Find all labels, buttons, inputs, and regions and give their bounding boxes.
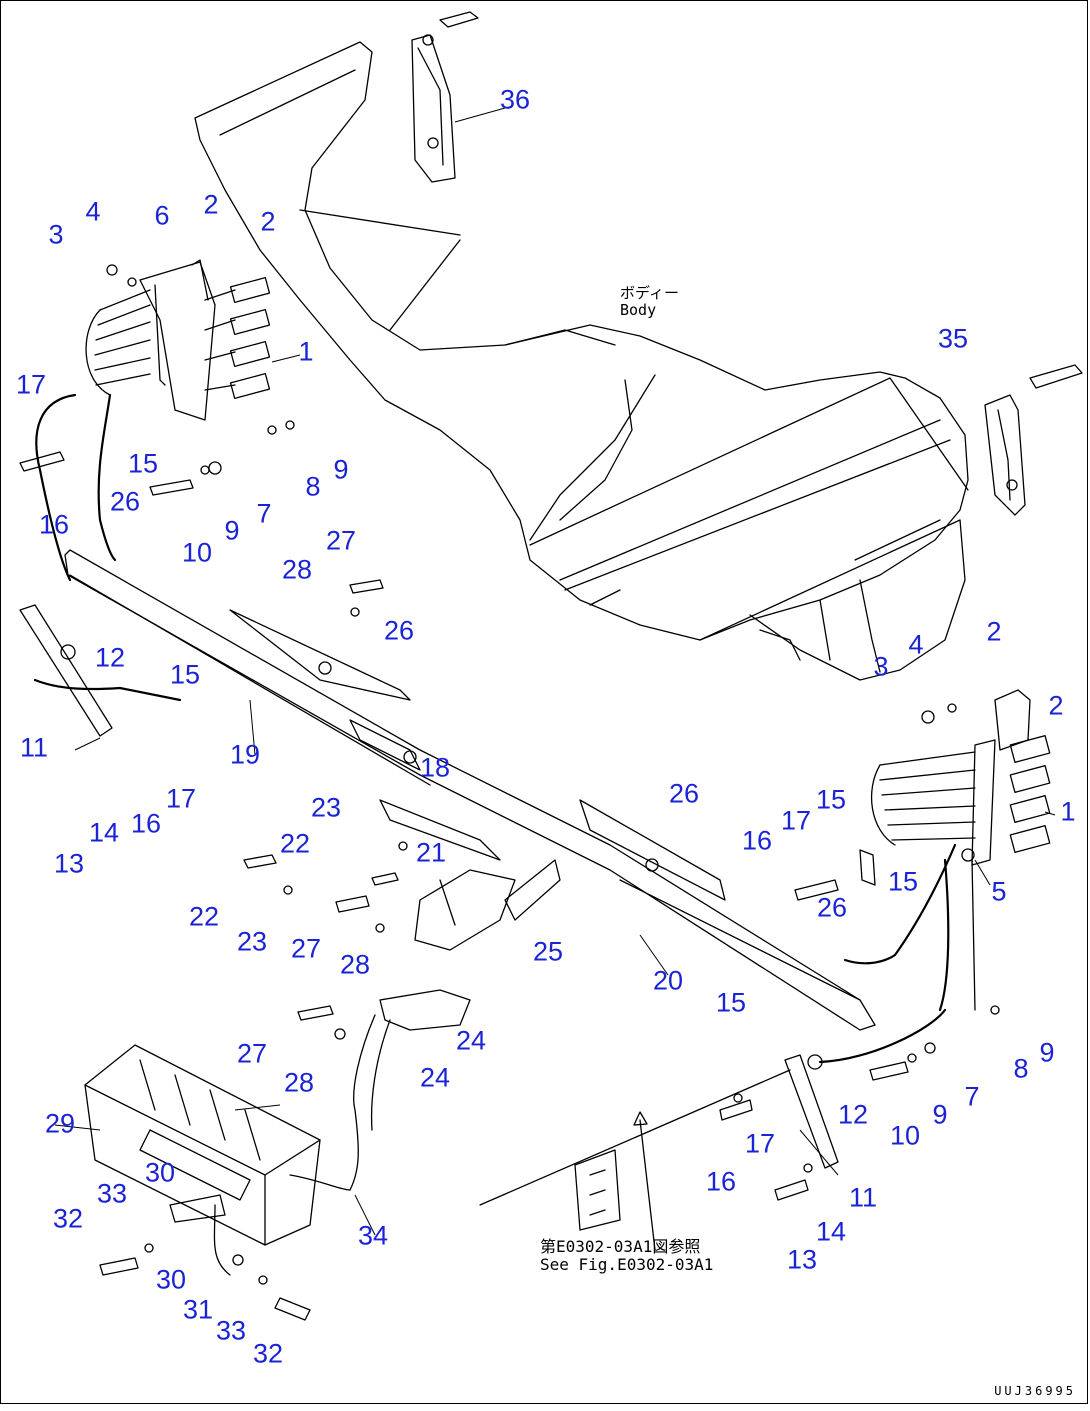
- callout-10b: 10: [889, 1120, 921, 1151]
- callout-6: 6: [154, 200, 170, 231]
- callout-2a: 2: [203, 189, 219, 220]
- callout-15b: 15: [169, 659, 201, 690]
- callout-15d: 15: [887, 866, 919, 897]
- control-block-29: [84, 1044, 351, 1321]
- callout-31: 31: [182, 1294, 214, 1325]
- callout-22b: 22: [188, 901, 220, 932]
- callout-28b: 28: [339, 949, 371, 980]
- callout-15c: 15: [815, 784, 847, 815]
- callout-1b: 1: [1060, 796, 1076, 827]
- reference-note-jp: 第E0302-03A1図参照: [540, 1237, 701, 1256]
- callout-32b: 32: [252, 1338, 284, 1369]
- callout-9d: 9: [1039, 1037, 1055, 1068]
- reference-cable: [479, 1069, 813, 1251]
- callout-32a: 32: [52, 1203, 84, 1234]
- callout-14a: 14: [88, 817, 120, 848]
- callout-15a: 15: [127, 448, 159, 479]
- drawing-code: UUJ36995: [994, 1384, 1076, 1398]
- callout-4b: 4: [908, 629, 924, 660]
- callout-9b: 9: [333, 454, 349, 485]
- callout-35: 35: [937, 323, 969, 354]
- callout-15e: 15: [715, 987, 747, 1018]
- callout-3b: 3: [873, 651, 889, 682]
- body-outline: [194, 41, 969, 681]
- callout-30b: 30: [155, 1264, 187, 1295]
- callout-26d: 26: [668, 778, 700, 809]
- callout-17d: 17: [744, 1128, 776, 1159]
- callout-23a: 23: [310, 792, 342, 823]
- callout-14b: 14: [815, 1216, 847, 1247]
- callout-13b: 13: [786, 1244, 818, 1275]
- body-label-jp: ボディー: [620, 284, 679, 302]
- callout-8b: 8: [1013, 1053, 1029, 1084]
- callout-21: 21: [415, 837, 447, 868]
- callout-26b: 26: [383, 615, 415, 646]
- callout-27a: 27: [325, 525, 357, 556]
- callout-29: 29: [44, 1108, 76, 1139]
- callout-17a: 17: [15, 369, 47, 400]
- callout-7b: 7: [964, 1081, 980, 1112]
- callout-1a: 1: [298, 336, 314, 367]
- bracket-11-right: [784, 1008, 947, 1169]
- reference-note-en: See Fig.E0302-03A1: [540, 1255, 714, 1275]
- callout-19: 19: [229, 739, 261, 770]
- callout-34: 34: [357, 1220, 389, 1251]
- callout-36: 36: [499, 84, 531, 115]
- bracket-36: [411, 11, 479, 183]
- callout-2d: 2: [1048, 690, 1064, 721]
- bracket-35: [984, 364, 1083, 516]
- callout-24a: 24: [455, 1025, 487, 1056]
- callout-5: 5: [991, 876, 1007, 907]
- callout-2c: 2: [986, 616, 1002, 647]
- callout-16c: 16: [741, 825, 773, 856]
- callout-9a: 9: [224, 515, 240, 546]
- callout-22a: 22: [279, 828, 311, 859]
- callout-11b: 11: [848, 1182, 878, 1213]
- callout-23b: 23: [236, 926, 268, 957]
- callout-18: 18: [419, 752, 451, 783]
- callout-27c: 27: [236, 1038, 268, 1069]
- callout-9c: 9: [932, 1099, 948, 1130]
- callout-3a: 3: [48, 219, 64, 250]
- body-label-en: Body: [620, 301, 657, 320]
- callout-20: 20: [652, 965, 684, 996]
- frame-rails: [64, 549, 876, 1031]
- callout-28c: 28: [283, 1067, 315, 1098]
- callout-17b: 17: [165, 783, 197, 814]
- middle-brackets: [243, 579, 561, 1191]
- callout-13a: 13: [53, 848, 85, 879]
- callout-30a: 30: [144, 1157, 176, 1188]
- callout-28a: 28: [281, 554, 313, 585]
- callout-10a: 10: [181, 537, 213, 568]
- callout-33b: 33: [215, 1315, 247, 1346]
- bracket-11-left: [19, 604, 182, 737]
- callout-33a: 33: [96, 1178, 128, 1209]
- leader-lines: [54, 107, 1056, 1236]
- callout-7a: 7: [256, 498, 272, 529]
- callout-16b: 16: [130, 808, 162, 839]
- body-label: ボディー Body: [620, 284, 679, 320]
- callout-8a: 8: [305, 471, 321, 502]
- callout-2b: 2: [260, 206, 276, 237]
- callout-26c: 26: [816, 892, 848, 923]
- callout-12b: 12: [837, 1099, 869, 1130]
- callout-12a: 12: [94, 642, 126, 673]
- callout-16a: 16: [38, 509, 70, 540]
- callout-25: 25: [532, 936, 564, 967]
- reference-note: 第E0302-03A1図参照 See Fig.E0302-03A1: [540, 1237, 714, 1275]
- valve-bank-left: [19, 259, 295, 582]
- callout-26a: 26: [109, 486, 141, 517]
- callout-24b: 24: [419, 1062, 451, 1093]
- callout-27b: 27: [290, 933, 322, 964]
- callout-17c: 17: [780, 805, 812, 836]
- callout-4a: 4: [85, 196, 101, 227]
- callout-11a: 11: [19, 732, 49, 763]
- callout-16d: 16: [705, 1166, 737, 1197]
- valve-bank-right: [794, 689, 1051, 1081]
